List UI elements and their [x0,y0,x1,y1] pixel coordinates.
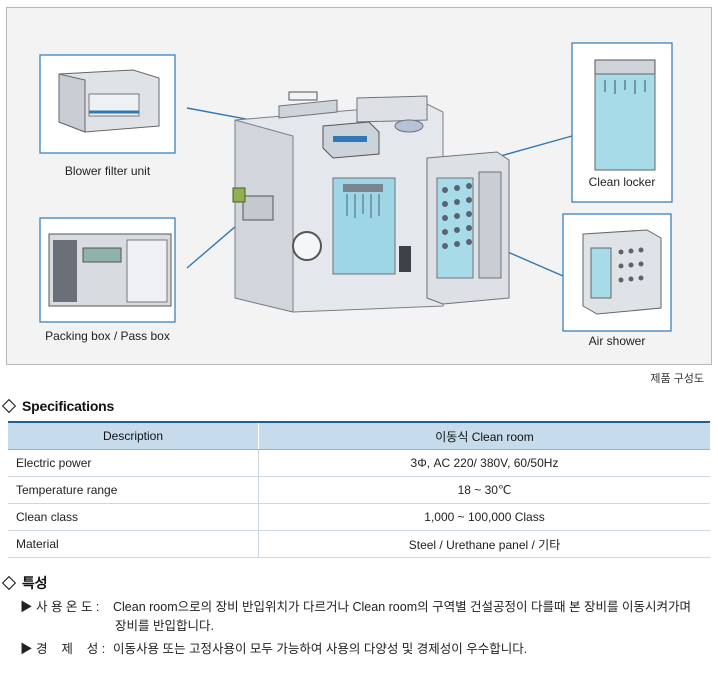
packing-box-label: Packing box / Pass box [45,329,170,343]
row-value: 3Φ, AC 220/ 380V, 60/50Hz [258,449,710,477]
diamond-icon [1,575,17,591]
table-row: Material Steel / Urethane panel / 기타 [8,530,710,558]
table-row: Temperature range 18 ~ 30℃ [8,476,710,504]
features-heading: 특성 [1,573,48,593]
specifications-table: Description 이동식 Clean room Electric powe… [8,421,710,558]
air-shower-label: Air shower [588,334,646,348]
blower-filter-unit-label: Blower filter unit [64,164,151,178]
header-description: Description [8,421,259,450]
air-shower-illustration [562,213,672,332]
feature-label: ▶ 경 제 성 : [20,642,106,656]
row-value: 18 ~ 30℃ [258,476,710,504]
blower-filter-unit-illustration [39,54,176,154]
feature-label: ▶ 사 용 온 도 : [20,600,100,614]
diagram-canvas [39,42,673,332]
features-title: 특성 [22,575,48,591]
feature-text: 이동사용 또는 고정사용이 모두 가능하여 사용의 다양성 및 경제성이 우수합… [113,642,528,656]
feature-text-continued: 장비를 반입합니다. [115,619,214,633]
product-diagram: Blower filter unit Packing box / Pass bo… [6,7,712,365]
diamond-icon [1,398,17,414]
feature-item-usage: ▶ 사 용 온 도 : Clean room으로의 장비 반입위치가 다르거나 C… [20,598,691,636]
row-label: Temperature range [8,476,259,504]
table-row: Clean class 1,000 ~ 100,000 Class [8,503,710,531]
row-value: 1,000 ~ 100,000 Class [258,503,710,531]
row-label: Electric power [8,449,259,477]
row-value: Steel / Urethane panel / 기타 [258,530,710,558]
specifications-heading: Specifications [1,398,115,414]
specifications-title: Specifications [22,398,115,414]
clean-locker-illustration [571,42,673,203]
row-label: Clean class [8,503,259,531]
header-model: 이동식 Clean room [258,421,710,450]
table-header-row: Description 이동식 Clean room [8,421,710,450]
clean-locker-label: Clean locker [588,175,656,189]
feature-item-economy: ▶ 경 제 성 : 이동사용 또는 고정사용이 모두 가능하여 사용의 다양성 및… [20,640,527,659]
packing-box-illustration [39,217,176,323]
figure-caption: 제품 구성도 [650,373,704,385]
clean-room-illustration [232,91,510,313]
table-row: Electric power 3Φ, AC 220/ 380V, 60/50Hz [8,449,710,477]
row-label: Material [8,530,259,558]
feature-text: Clean room으로의 장비 반입위치가 다르거나 Clean room의 … [113,600,691,614]
